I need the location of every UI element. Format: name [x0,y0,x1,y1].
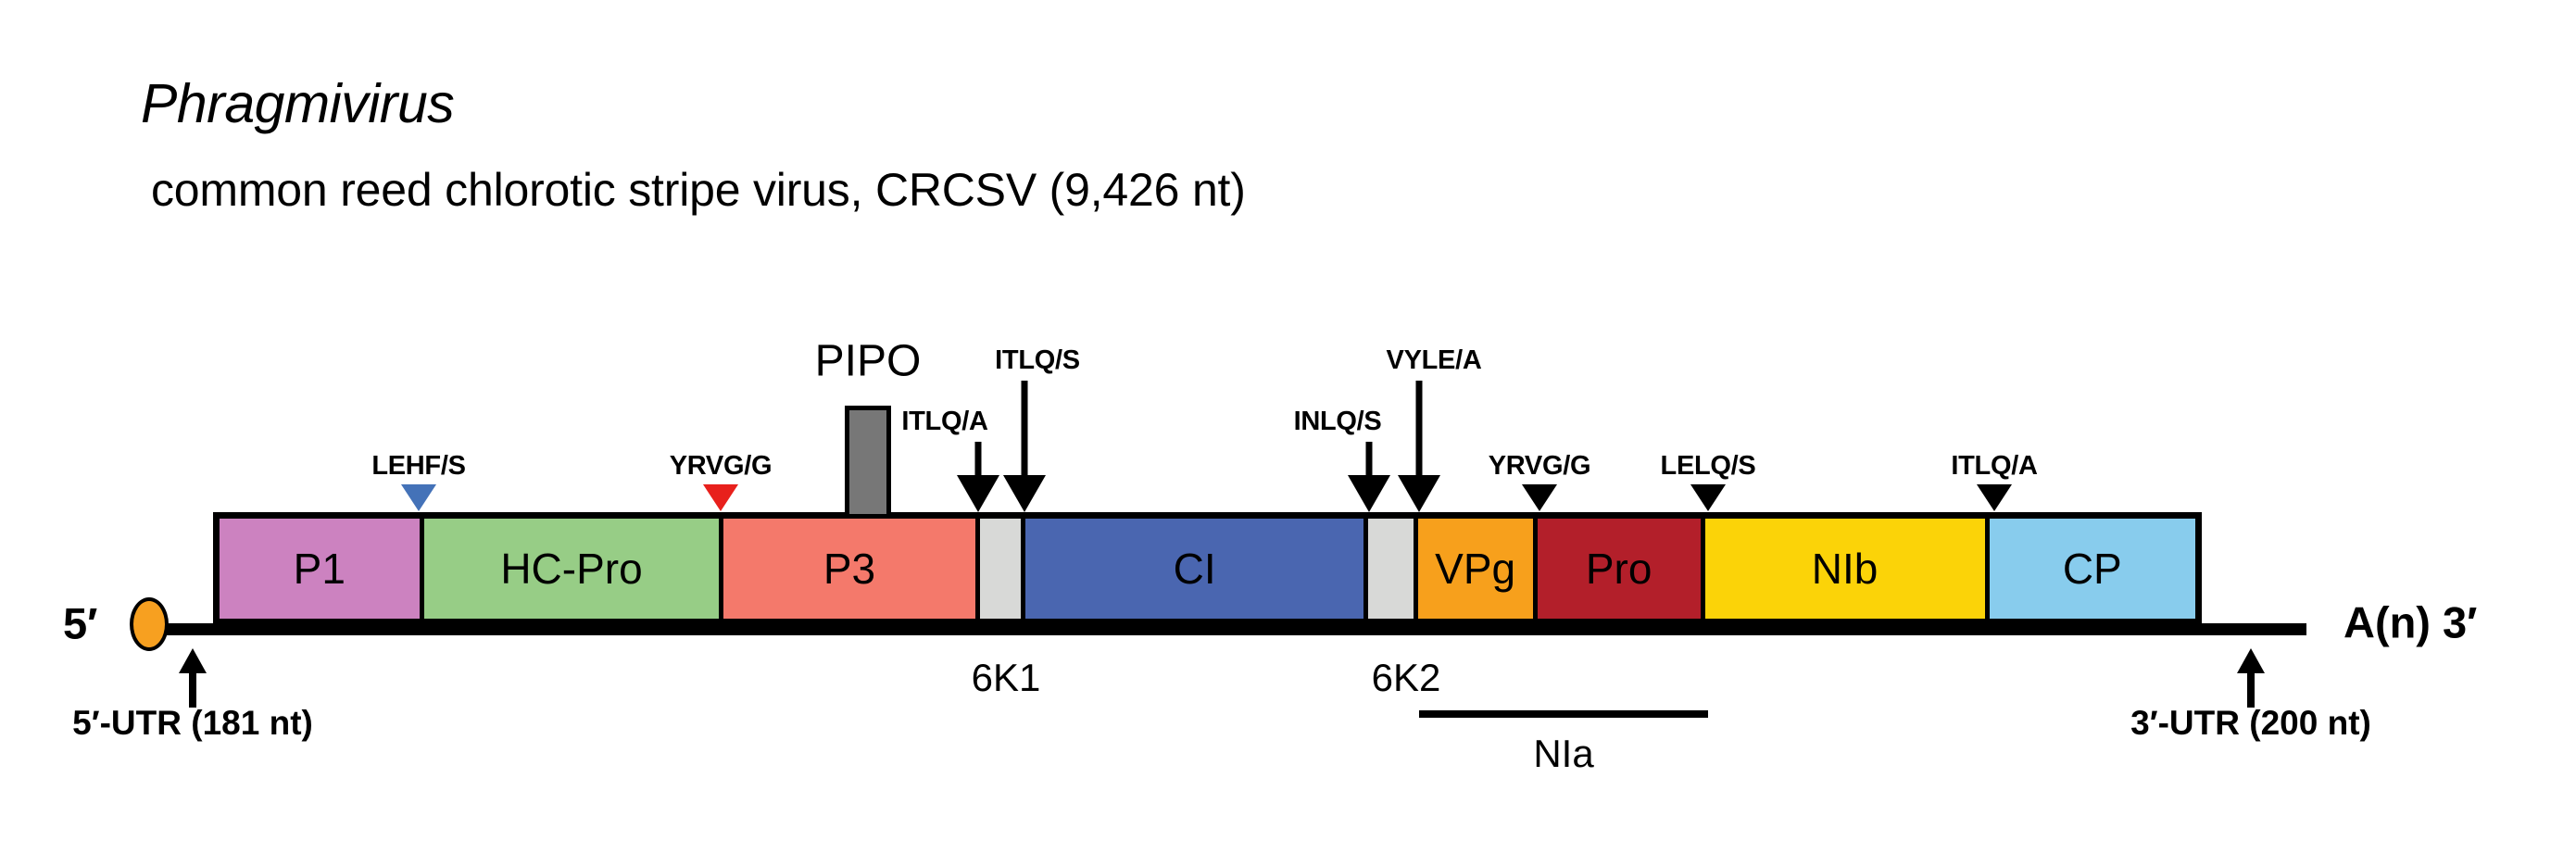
three-utr-callout-arrow-stem [2247,672,2255,708]
vpg-cap-ellipse-icon [130,597,169,651]
gene-label-cp: CP [2062,545,2122,593]
label-nia: NIa [1533,732,1594,775]
three-utr-callout-label: 3′-UTR (200 nt) [2130,704,2371,742]
gene-box-p3: P3 [723,519,980,619]
cleavage-triangle-p1-hcpro [401,484,436,511]
gene-label-pro: Pro [1585,545,1652,593]
gene-label-hc-pro: HC-Pro [500,545,643,593]
gene-box-vpg: VPg [1417,519,1538,619]
polyprotein-orf-frame: P1 HC-Pro P3 CI VPg Pro NIb CP [213,512,2202,625]
three-utr-callout-arrowhead [2237,648,2265,673]
gene-label-p1: P1 [293,545,346,593]
gene-box-hc-pro: HC-Pro [423,519,724,619]
gene-label-p3: P3 [823,545,876,593]
gene-box-ci: CI [1025,519,1368,619]
cleavage-triangle-nib-cp [1977,484,2012,511]
cleavage-label-nib-cp: ITLQ/A [1951,451,2038,481]
cleavage-triangle-pro-nib [1690,484,1726,511]
cleavage-label-p3-6k1: ITLQ/A [901,407,988,436]
cleavage-arrowhead-6k2-vpg [1398,475,1440,512]
gene-box-6k1 [979,519,1026,619]
cleavage-triangle-vpg-pro [1522,484,1557,511]
cleavage-label-ci-6k2: INLQ/S [1293,407,1382,436]
cleavage-arrow-stem-6k1-ci [1021,381,1028,475]
cleavage-label-p1-hcpro: LEHF/S [371,451,466,481]
cleavage-arrowhead-ci-6k2 [1348,475,1390,512]
gene-label-ci: CI [1173,545,1216,593]
cleavage-label-pro-nib: LELQ/S [1660,451,1756,481]
gene-box-nib: NIb [1704,519,1990,619]
cleavage-arrow-stem-6k2-vpg [1415,381,1423,475]
genus-title: Phragmivirus [141,73,455,134]
cleavage-arrowhead-p3-6k1 [957,475,999,512]
label-6k1: 6K1 [971,656,1041,699]
five-utr-callout-arrow-stem [189,672,196,708]
gene-box-cp: CP [1989,519,2196,619]
five-utr-callout-arrowhead [179,648,207,673]
gene-box-p1: P1 [220,519,424,619]
five-utr-callout-label: 5′-UTR (181 nt) [72,704,313,742]
genome-backbone-line [148,623,2306,635]
label-6k2: 6K2 [1371,656,1441,699]
pipo-label: PIPO [814,336,922,386]
gene-label-vpg: VPg [1435,545,1516,593]
five-prime-terminus-label: 5′ [63,598,98,648]
cleavage-label-hcpro-p3: YRVG/G [669,451,773,481]
nia-bracket-line [1419,710,1708,718]
cleavage-label-6k1-ci: ITLQ/S [995,345,1080,375]
cleavage-label-vpg-pro: YRVG/G [1488,451,1591,481]
gene-label-nib: NIb [1811,545,1879,593]
virus-name-subtitle: common reed chlorotic stripe virus, CRCS… [151,164,1246,216]
cleavage-arrowhead-6k1-ci [1003,475,1046,512]
cleavage-arrow-stem-p3-6k1 [974,442,982,475]
cleavage-label-6k2-vpg: VYLE/A [1386,345,1482,375]
gene-box-pro: Pro [1537,519,1705,619]
pipo-orf-box [845,406,891,519]
three-prime-terminus-label: A(n) 3′ [2344,597,2478,647]
cleavage-triangle-hcpro-p3 [703,484,738,511]
gene-box-6k2 [1367,519,1418,619]
cleavage-arrow-stem-ci-6k2 [1365,442,1373,475]
